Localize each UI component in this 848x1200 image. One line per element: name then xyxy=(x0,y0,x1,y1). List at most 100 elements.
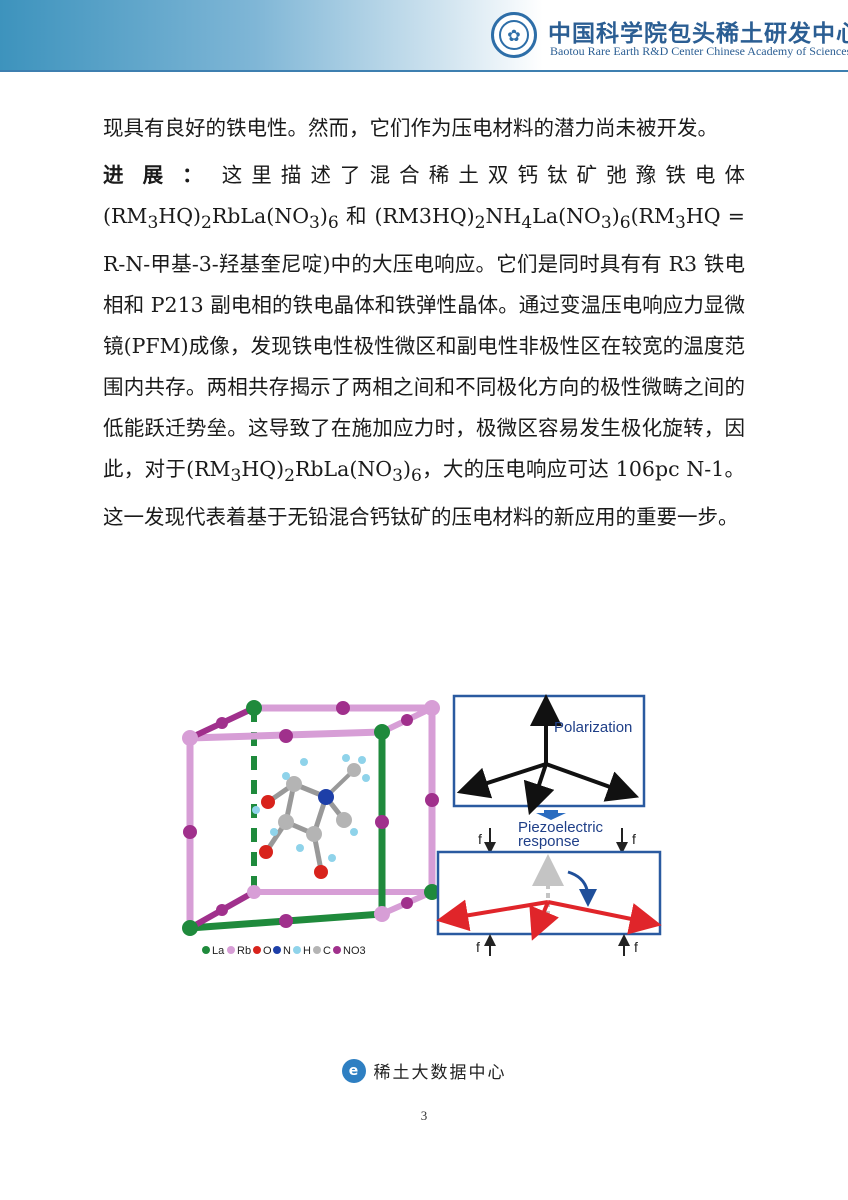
no3-node xyxy=(279,914,293,928)
polarization-arrow-right xyxy=(545,762,640,802)
hydrogen-atom xyxy=(358,756,366,764)
force-label-top-left: f xyxy=(478,831,482,847)
text-run: HQ = R-N-甲基-3-羟基奎尼啶)中的大压电响应。它们是同时具有有 R3 … xyxy=(103,204,745,482)
text-run: HQ) xyxy=(158,204,201,228)
legend-rb-swatch xyxy=(227,946,235,954)
progress-label: 进展： xyxy=(103,163,222,187)
subscript: 3 xyxy=(309,213,320,234)
piezo-arrow-right xyxy=(547,900,662,935)
perovskite-figure: La Rb O N H C NO3 xyxy=(176,692,672,960)
footer-text: 稀土大数据中心 xyxy=(373,1063,507,1083)
legend-rb: Rb xyxy=(237,945,251,957)
no3-node xyxy=(425,793,439,807)
polarization-label: Polarization xyxy=(554,719,632,736)
rb-atom xyxy=(374,906,390,922)
legend-c: C xyxy=(323,945,331,957)
hydrogen-atom xyxy=(328,854,336,862)
flower-emblem-icon: ✿ xyxy=(499,20,529,50)
bottom-force-labels: f f xyxy=(476,934,638,956)
text-run: ，大的压电响应可达 106pc N-1。这一发现代表着基于无铅混合钙钛矿的压电材… xyxy=(103,457,746,530)
la-atom xyxy=(246,700,262,716)
hydrogen-atom xyxy=(300,758,308,766)
subscript: 2 xyxy=(284,466,295,487)
legend-no3-swatch xyxy=(333,946,341,954)
text-run: (RM xyxy=(186,457,231,482)
transition-arrow-icon xyxy=(536,810,566,820)
polarization-arrow-down xyxy=(523,763,555,816)
hydrogen-atom xyxy=(270,828,278,836)
footer-brand: e 稀土大数据中心 xyxy=(341,1058,507,1083)
atom-legend: La Rb O N H C NO3 xyxy=(202,945,366,957)
data-center-logo-icon: e xyxy=(341,1058,366,1083)
subscript: 2 xyxy=(201,213,212,234)
text-run: (RM xyxy=(630,204,675,228)
figure-svg: La Rb O N H C NO3 xyxy=(182,694,662,957)
text-run: ) xyxy=(611,204,620,228)
no3-node xyxy=(183,825,197,839)
rb-atom xyxy=(247,885,261,899)
crystal-cage xyxy=(182,700,440,936)
carbon-atom xyxy=(278,814,294,830)
hydrogen-atom xyxy=(282,772,290,780)
header-divider xyxy=(0,70,848,72)
text-run: (RM xyxy=(103,204,148,228)
carbon-atom xyxy=(306,826,322,842)
oxygen-atom xyxy=(314,865,328,879)
subscript: 3 xyxy=(147,213,159,234)
no3-node xyxy=(375,815,389,829)
text-run: RbLa(NO xyxy=(211,204,310,228)
polarization-arrow-left xyxy=(456,762,547,799)
subscript: 2 xyxy=(474,213,486,234)
paragraph-progress: 进展：这里描述了混合稀土双钙钛矿弛豫铁电体(RM3HQ)2RbLa(NO3)6 … xyxy=(103,155,745,538)
piezo-label-line2: response xyxy=(518,833,580,850)
text-run: ) xyxy=(402,457,411,482)
subscript: 4 xyxy=(521,213,533,234)
legend-o-swatch xyxy=(253,946,261,954)
subscript: 6 xyxy=(619,213,631,234)
rotation-arrow-icon xyxy=(567,870,597,907)
legend-la: La xyxy=(212,945,225,957)
org-name-en: Baotou Rare Earth R&D Center Chinese Aca… xyxy=(550,44,848,58)
legend-n-swatch xyxy=(273,946,281,954)
subscript: 3 xyxy=(230,466,242,487)
text-run: 这里描述了混合稀土双钙钛矿弛豫铁电体 xyxy=(221,163,746,187)
legend-c-swatch xyxy=(313,946,321,954)
piezo-arrow-down xyxy=(529,901,559,941)
oxygen-atom xyxy=(259,845,273,859)
text-run: ) xyxy=(319,204,328,228)
carbon-atom xyxy=(347,763,361,777)
rb-atom xyxy=(182,730,198,746)
org-name-cn: 中国科学院包头稀土研发中心 xyxy=(548,21,848,47)
subscript: 3 xyxy=(392,466,403,487)
text-run: RbLa(NO xyxy=(294,457,393,482)
no3-node xyxy=(216,904,228,916)
piezo-label-line1: Piezoelectric xyxy=(518,819,604,836)
force-label-bottom-left: f xyxy=(476,939,480,955)
page-number: 3 xyxy=(420,1108,428,1123)
subscript: 3 xyxy=(600,213,612,234)
carbon-atom xyxy=(336,812,352,828)
header-banner xyxy=(0,0,848,70)
la-atom xyxy=(424,884,440,900)
no3-node xyxy=(401,897,413,909)
legend-h: H xyxy=(303,945,311,957)
hydrogen-atom xyxy=(296,844,304,852)
subscript: 6 xyxy=(410,466,422,487)
paragraph-1: 现具有良好的铁电性。然而，它们作为压电材料的潜力尚未被开发。 xyxy=(103,116,718,140)
text-run: HQ) xyxy=(241,457,285,482)
force-label-top-right: f xyxy=(632,831,636,847)
text-run: La(NO xyxy=(532,204,601,228)
rb-atom xyxy=(424,700,440,716)
subscript: 3 xyxy=(675,213,686,234)
cas-logo-icon: ✿ xyxy=(491,12,537,58)
polarization-panel: Polarization xyxy=(452,694,646,816)
piezo-arrow-left xyxy=(436,899,549,932)
hydrogen-atom xyxy=(252,806,260,814)
carbon-atom xyxy=(286,776,302,792)
no3-node xyxy=(279,729,293,743)
no3-node xyxy=(216,717,228,729)
force-label-bottom-right: f xyxy=(634,939,638,955)
footer: e 稀土大数据中心 xyxy=(0,1058,848,1083)
text-run: 和 (RM3HQ) xyxy=(338,204,475,228)
hydrogen-atom xyxy=(342,754,350,762)
